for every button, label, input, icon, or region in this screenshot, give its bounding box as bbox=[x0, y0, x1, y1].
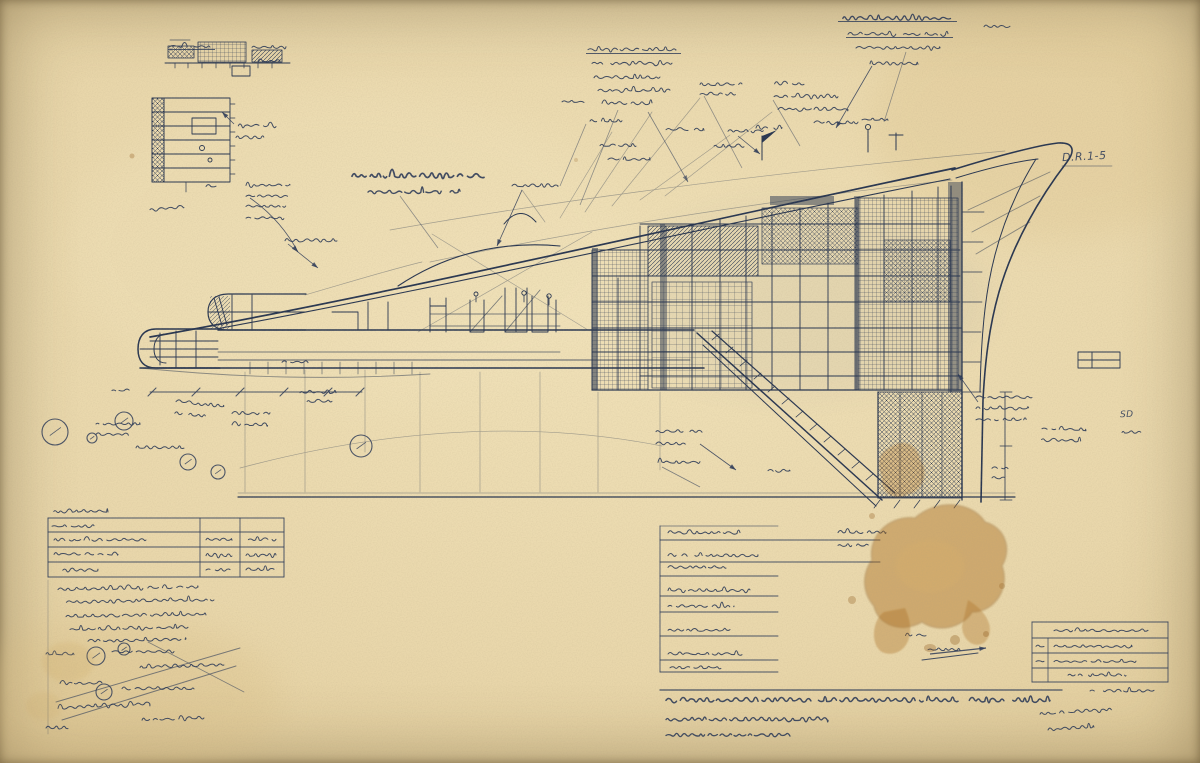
sheet-number: D.R.1-5 bbox=[1061, 148, 1107, 165]
margin-note-sd: SD bbox=[1119, 409, 1134, 421]
